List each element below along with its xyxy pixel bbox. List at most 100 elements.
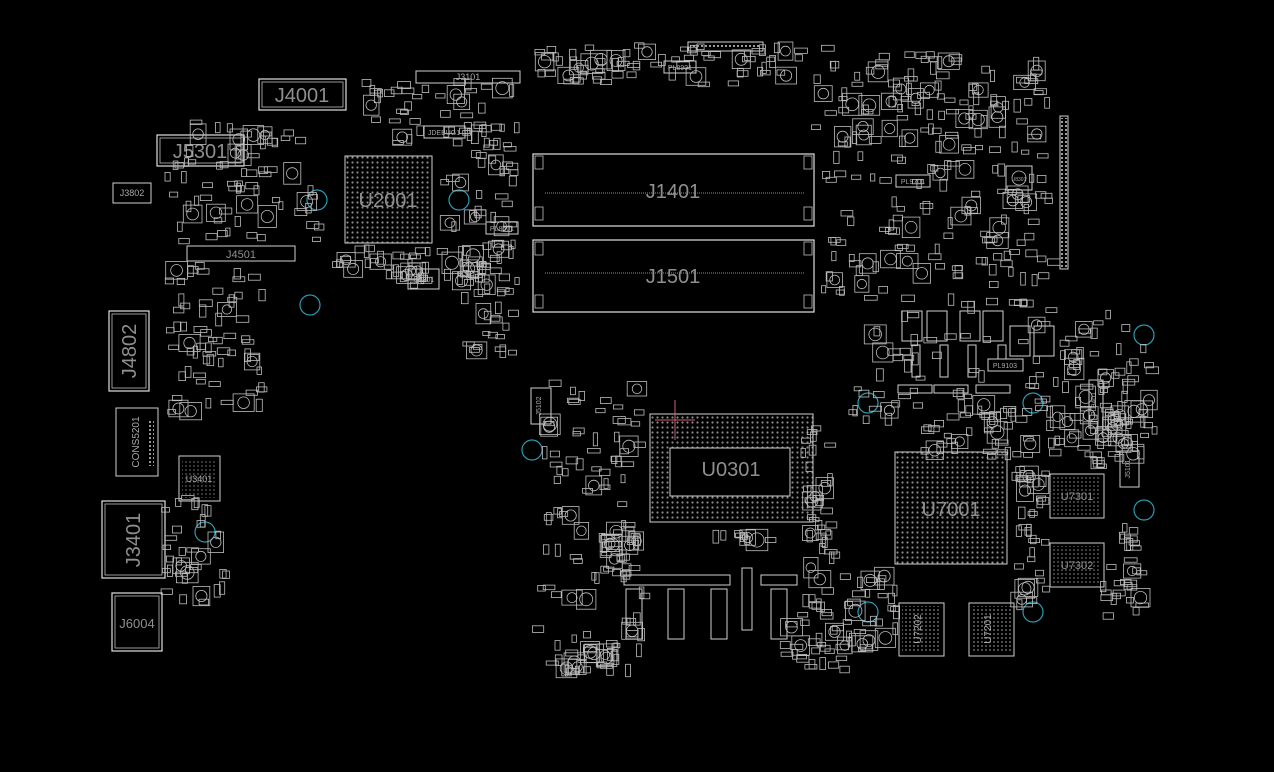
smd-pad — [178, 547, 186, 556]
chip-u7301[interactable]: U7301 — [1049, 473, 1105, 519]
smd-pad — [599, 468, 611, 476]
smd-pad — [727, 80, 740, 87]
ic-pin1-marker — [237, 396, 250, 409]
smd-pad — [490, 211, 496, 224]
smd-pad — [245, 389, 258, 396]
j4001-label: J4001 — [275, 85, 330, 107]
smd-pad — [245, 182, 259, 190]
smd-pad — [179, 594, 187, 605]
inductor-pl8601[interactable]: PL8601 — [485, 221, 519, 235]
smd-pad — [621, 617, 631, 625]
smd-pad — [915, 375, 926, 381]
ic-pin1-marker — [1018, 582, 1032, 596]
connector-j4001[interactable]: J4001 — [258, 78, 347, 111]
chip-u0301[interactable]: U0301 — [649, 413, 814, 523]
smd-pad — [207, 336, 218, 342]
connector-j6004[interactable]: J6004 — [111, 592, 163, 652]
smd-pad — [508, 349, 518, 356]
connector-j4501[interactable]: J4501 — [186, 245, 296, 262]
smd-pad — [502, 142, 512, 148]
smd-pad — [1027, 511, 1038, 516]
smd-pad — [1111, 372, 1120, 379]
ic-pin1-marker — [192, 128, 204, 140]
smd-pad — [956, 387, 965, 400]
smd-pad — [921, 426, 935, 434]
smd-pad — [172, 306, 185, 314]
smd-pad — [899, 135, 906, 148]
smd-pad — [308, 194, 318, 200]
ic-pin1-marker — [210, 536, 222, 548]
smd-pad — [936, 93, 945, 100]
smd-pad — [234, 215, 241, 227]
smd-pad — [879, 177, 892, 184]
connector-j5101[interactable]: J5101 — [1119, 450, 1140, 488]
ic-pin1-marker — [183, 336, 196, 350]
ic-footprint — [638, 43, 657, 60]
chip-u7201[interactable]: U7201 — [968, 602, 1015, 657]
chip-u7302[interactable]: U7302 — [1049, 542, 1105, 588]
connector-j1501[interactable]: J1501 — [532, 239, 815, 313]
smd-pad — [258, 166, 268, 174]
smd-pad — [1098, 383, 1105, 395]
smd-pad — [1045, 307, 1058, 314]
ic-pin1-marker — [868, 327, 882, 342]
ic-footprint — [590, 49, 612, 70]
smd-pad — [912, 352, 919, 366]
smd-pad — [212, 336, 223, 345]
smd-pad — [247, 273, 261, 281]
chip-u8301[interactable]: U8301 — [1005, 165, 1033, 191]
connector-j4802[interactable]: J4802 — [108, 310, 150, 392]
connector-cons5201[interactable]: CONS5201 — [115, 407, 159, 477]
ic-pin1-marker — [828, 625, 841, 638]
chip-u3401[interactable]: U3401 — [178, 455, 221, 502]
ic-footprint — [808, 570, 832, 589]
smd-pad — [827, 473, 833, 487]
smd-pad — [1075, 396, 1082, 406]
ic-footprint — [621, 535, 639, 555]
smd-pad — [421, 84, 430, 93]
smd-pad — [636, 643, 642, 658]
inductor-pl9103[interactable]: PL9103 — [987, 358, 1024, 372]
smd-pad — [864, 294, 878, 301]
ic-pin1-marker — [455, 274, 468, 288]
connector-j3802[interactable]: J3802 — [112, 182, 152, 204]
chip-u7001[interactable]: U7001 — [894, 451, 1008, 565]
smd-pad — [165, 327, 175, 334]
ic-footprint — [621, 621, 644, 640]
smd-pad — [1065, 335, 1078, 342]
chip-u7202[interactable]: U7202 — [898, 602, 945, 657]
inductor-pl9401[interactable]: PL9401 — [1088, 379, 1104, 429]
smd-pad — [192, 345, 198, 359]
smd-pad — [839, 665, 850, 674]
smd-pad — [1098, 368, 1108, 376]
u7001-label: U7001 — [922, 499, 981, 521]
smd-pad — [613, 642, 619, 652]
smd-pad — [537, 585, 546, 592]
smd-pad — [671, 56, 680, 63]
chip-u2001[interactable]: U2001 — [344, 155, 433, 244]
smd-pad — [853, 386, 862, 392]
connector-j1401[interactable]: J1401 — [532, 153, 815, 227]
ic-pin1-marker — [915, 267, 929, 280]
smd-pad — [509, 169, 519, 176]
smd-pad — [968, 368, 980, 373]
ic-pin1-marker — [780, 45, 791, 57]
connector-j3101[interactable]: J3101 — [415, 70, 521, 84]
smd-pad — [621, 563, 632, 571]
inductor-pl9701[interactable]: PL9701 — [895, 174, 931, 188]
smd-pad — [1124, 535, 1138, 543]
smd-pad — [185, 200, 192, 213]
smd-pad — [503, 145, 517, 152]
ic-pin1-marker — [626, 624, 639, 637]
smd-pad — [178, 293, 185, 307]
smd-pad — [936, 442, 948, 448]
smd-pad — [1080, 383, 1094, 390]
smd-pad — [165, 555, 174, 563]
connector-edge-right[interactable] — [1059, 115, 1069, 270]
smd-pad — [1077, 444, 1091, 451]
connector-j3401[interactable]: J3401 — [101, 500, 166, 579]
connector-top-header[interactable] — [687, 41, 764, 52]
smd-pad — [865, 588, 871, 598]
smd-pad — [227, 349, 236, 357]
